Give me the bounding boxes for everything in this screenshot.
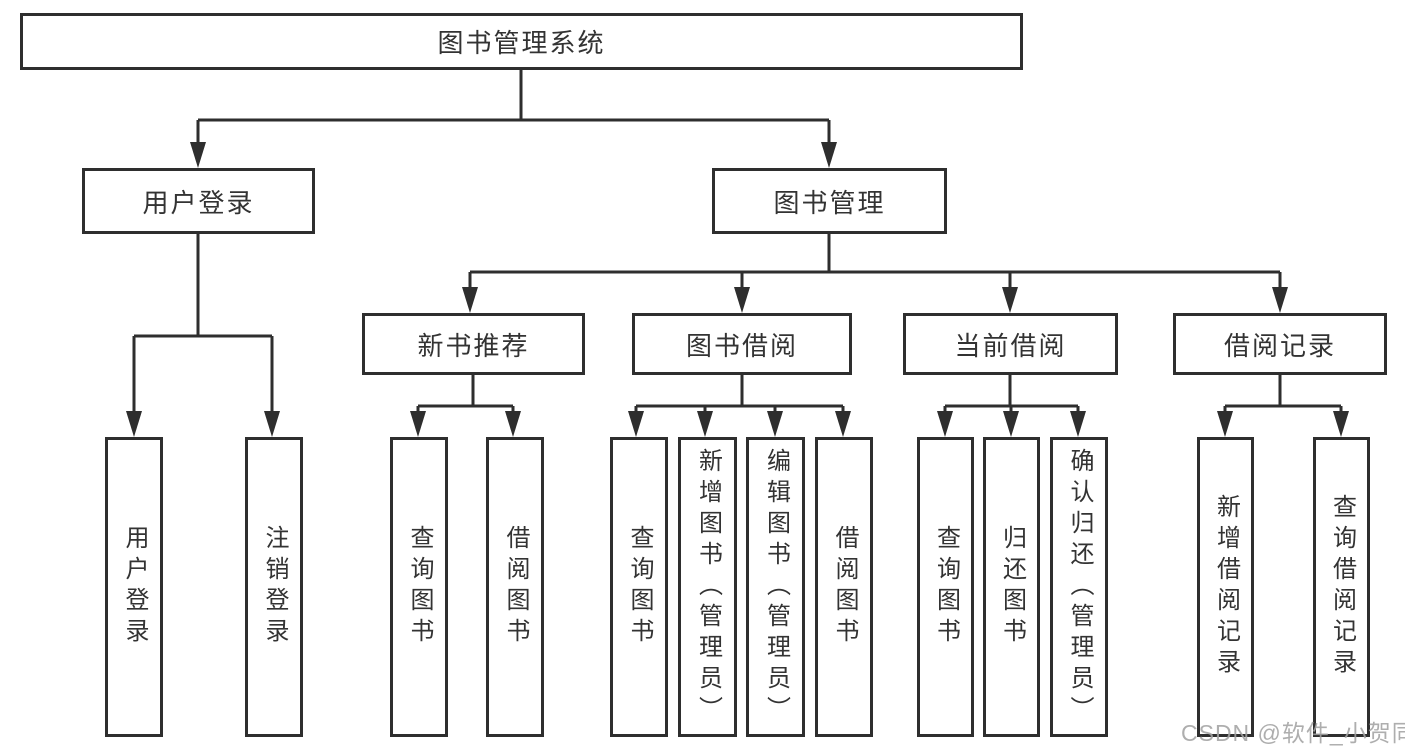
node-user-login-label: 用户登录 [142,187,255,218]
leaf-nbr-query-books: 查询图书 [390,437,448,737]
node-borrow-records-label: 借阅记录 [1223,330,1336,361]
leaf-cb-query-books: 查询图书 [917,437,974,737]
leaf-nbr-query-books-label: 查询图书 [406,525,433,649]
node-new-book-recommend-label: 新书推荐 [417,330,530,361]
leaf-cb-return-books: 归还图书 [983,437,1040,737]
node-book-management-label: 图书管理 [773,187,886,218]
leaf-br-query-record: 查询借阅记录 [1313,437,1370,737]
leaf-cb-query-books-label: 查询图书 [932,525,960,649]
node-current-borrow: 当前借阅 [903,313,1118,375]
leaf-nbr-borrow-books: 借阅图书 [486,437,544,737]
node-book-borrow-label: 图书借阅 [685,330,798,361]
leaf-br-add-record-label: 新增借阅记录 [1212,494,1240,680]
node-root: 图书管理系统 [20,13,1023,70]
node-user-login: 用户登录 [82,168,315,234]
node-borrow-records: 借阅记录 [1173,313,1387,375]
leaf-bb-add-books-admin-label: 新增图书（管理员） [694,447,722,727]
csdn-watermark: CSDN @软件_小贺同学 [1181,720,1405,746]
leaf-bb-query-books-label: 查询图书 [626,525,653,649]
leaf-bb-query-books: 查询图书 [610,437,668,737]
leaf-cb-confirm-return-admin: 确认归还（管理员） [1050,437,1108,737]
leaf-br-add-record: 新增借阅记录 [1197,437,1254,737]
leaf-bb-edit-books-admin-label: 编辑图书（管理员） [762,447,790,727]
leaf-logout-label: 注销登录 [261,525,288,649]
node-current-borrow-label: 当前借阅 [954,330,1067,361]
leaf-cb-return-books-label: 归还图书 [998,525,1026,649]
leaf-user-login: 用户登录 [105,437,163,737]
leaf-bb-add-books-admin: 新增图书（管理员） [678,437,737,737]
node-book-borrow: 图书借阅 [632,313,852,375]
node-book-management: 图书管理 [712,168,947,234]
node-new-book-recommend: 新书推荐 [362,313,585,375]
leaf-cb-confirm-return-admin-label: 确认归还（管理员） [1066,447,1093,727]
leaf-bb-borrow-books-label: 借阅图书 [831,525,858,649]
node-root-label: 图书管理系统 [437,28,606,58]
leaf-bb-borrow-books: 借阅图书 [815,437,873,737]
leaf-nbr-borrow-books-label: 借阅图书 [502,525,529,649]
leaf-br-query-record-label: 查询借阅记录 [1328,494,1356,680]
leaf-logout: 注销登录 [245,437,303,737]
leaf-user-login-label: 用户登录 [121,525,148,649]
leaf-bb-edit-books-admin: 编辑图书（管理员） [746,437,805,737]
